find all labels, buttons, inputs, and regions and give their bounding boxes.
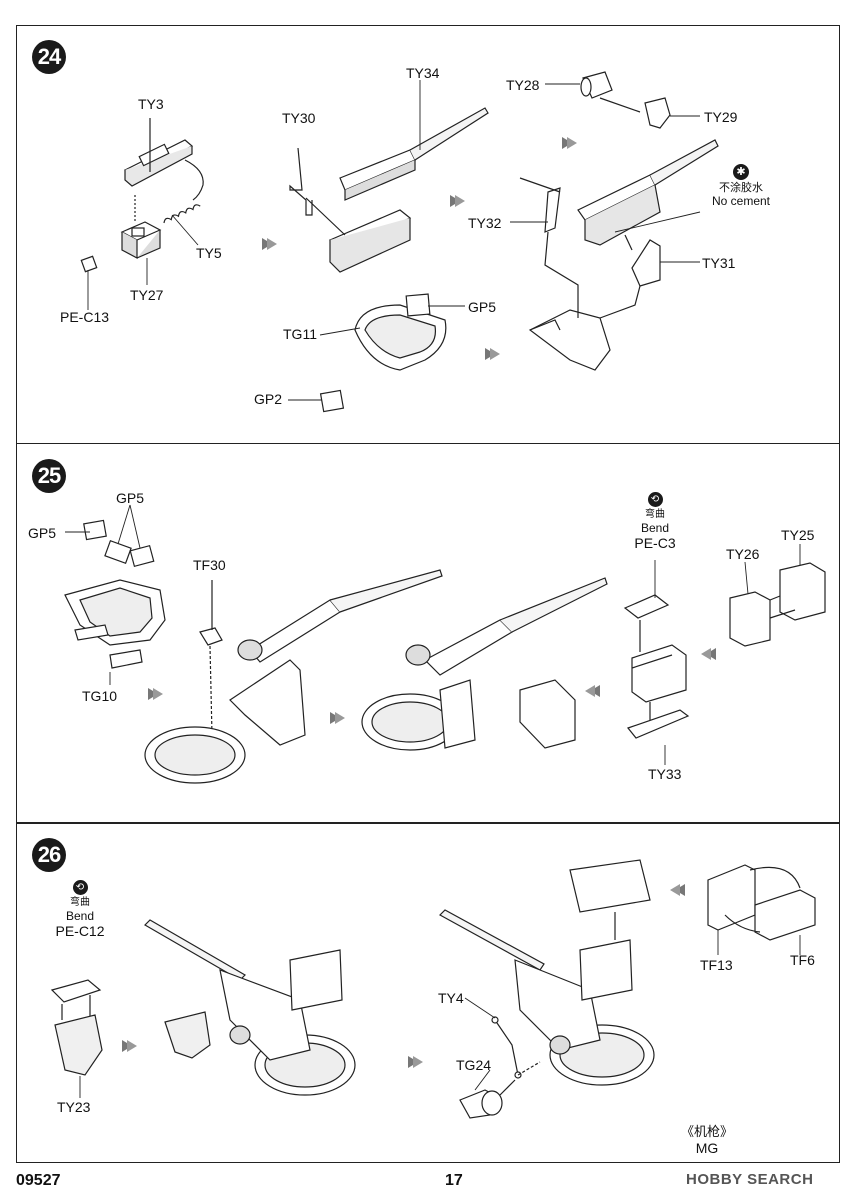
label-ty23: TY23	[57, 1099, 91, 1115]
bend-icon: ⟲	[647, 492, 663, 507]
label-tg10: TG10	[82, 688, 118, 704]
label-ty4: TY4	[438, 990, 464, 1006]
label-ty28: TY28	[506, 77, 540, 93]
label-ty29: TY29	[704, 109, 738, 125]
step-26-panel	[16, 823, 840, 1163]
bend-icon: ⟲	[72, 880, 88, 895]
label-ty34: TY34	[406, 65, 440, 81]
product-code: 09527	[16, 1172, 61, 1189]
label-ty31: TY31	[702, 255, 736, 271]
label-pe-c13: PE-C13	[60, 309, 110, 325]
label-ty32: TY32	[468, 215, 502, 231]
label-ty26: TY26	[726, 546, 760, 562]
bend-note-pe-c12: ⟲ 弯曲 Bend PE-C12	[50, 880, 110, 939]
bend-en: Bend	[640, 521, 670, 535]
label-gp5-top: GP5	[116, 490, 145, 506]
bend-part: PE-C3	[634, 535, 676, 551]
label-gp5-left: GP5	[28, 525, 57, 541]
mg-caption: 《机枪》 MG	[672, 1124, 742, 1156]
bend-note-pe-c3: ⟲ 弯曲 Bend PE-C3	[625, 492, 685, 551]
label-gp5: GP5	[468, 299, 497, 315]
label-tf6: TF6	[790, 952, 815, 968]
step-25-number: 25	[32, 459, 66, 493]
label-ty27: TY27	[130, 287, 164, 303]
label-tg24: TG24	[456, 1057, 492, 1073]
mg-caption-en: MG	[695, 1140, 719, 1156]
page-number: 17	[445, 1172, 463, 1189]
bend-en: Bend	[65, 909, 95, 923]
no-cement-icon: ✱	[733, 164, 749, 180]
bend-cn: 弯曲	[70, 897, 90, 908]
label-ty30: TY30	[282, 110, 316, 126]
no-cement-cn: 不涂胶水	[719, 182, 763, 194]
label-ty33: TY33	[648, 766, 682, 782]
no-cement-en: No cement	[711, 194, 771, 208]
step-25-panel	[16, 443, 840, 823]
label-gp2: GP2	[254, 391, 283, 407]
no-cement-note: ✱ 不涂胶水 No cement	[705, 164, 777, 208]
watermark: HOBBY SEARCH	[686, 1171, 814, 1188]
label-ty3: TY3	[138, 96, 164, 112]
label-tf30: TF30	[193, 557, 226, 573]
mg-caption-cn: 《机枪》	[680, 1124, 733, 1139]
label-ty25: TY25	[781, 527, 815, 543]
label-ty5: TY5	[196, 245, 222, 261]
label-tf13: TF13	[700, 957, 733, 973]
bend-cn: 弯曲	[645, 509, 665, 520]
bend-part: PE-C12	[55, 923, 105, 939]
label-tg11: TG11	[283, 326, 317, 342]
step-24-number: 24	[32, 40, 66, 74]
step-26-number: 26	[32, 838, 66, 872]
